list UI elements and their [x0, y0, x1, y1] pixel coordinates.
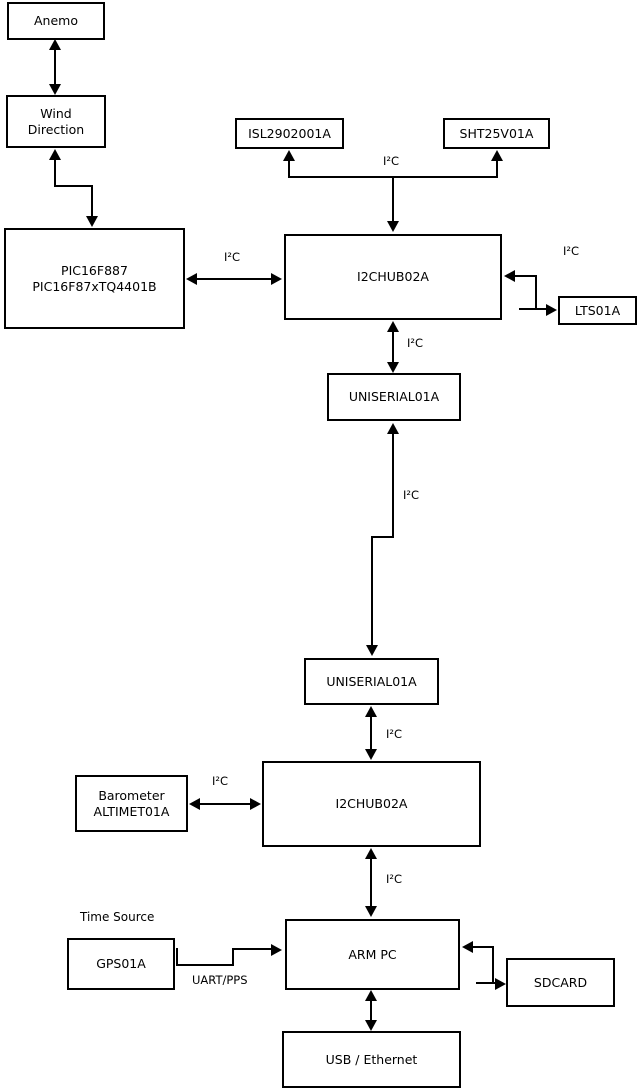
- node-i2chub02a-top[interactable]: I2CHUB02A: [284, 234, 502, 320]
- node-lts01a[interactable]: LTS01A: [558, 296, 637, 325]
- node-barometer-line2: ALTIMET01A: [93, 803, 170, 819]
- edge-arm-usb-line: [370, 996, 372, 1024]
- edge-pic-hub-line: [196, 278, 272, 280]
- edge-label-sensor-bus: I²C: [383, 154, 400, 168]
- edge-sensor-bus-arrow-hub: [387, 221, 399, 232]
- node-pic-microcontroller[interactable]: PIC16F887 PIC16F87xTQ4401B: [4, 228, 185, 329]
- node-uniserial01a-top[interactable]: UNISERIAL01A: [327, 373, 461, 421]
- node-barometer-line1: Barometer: [98, 788, 165, 804]
- edge-hub-lts-seg3: [519, 308, 547, 310]
- edge-pic-hub-arrow-right: [271, 273, 282, 285]
- edge-hub-uniserial-arrow-up: [387, 321, 399, 332]
- node-anemo[interactable]: Anemo: [7, 2, 105, 40]
- edge-arm-sdcard-seg3: [476, 982, 497, 984]
- node-pic-line1: PIC16F887: [61, 263, 128, 279]
- node-gps01a[interactable]: GPS01A: [67, 938, 175, 990]
- edge-uniserial-link-seg3: [371, 536, 373, 646]
- edge-arm-sdcard-seg1: [472, 946, 494, 948]
- edge-gps-arm-seg3: [232, 948, 272, 950]
- edge-gps-arm-seg0: [176, 948, 178, 966]
- node-uniserial01a-bottom[interactable]: UNISERIAL01A: [304, 658, 439, 705]
- node-hub-bottom-label: I2CHUB02A: [335, 796, 408, 812]
- edge-hub-arm-arrow-up: [365, 848, 377, 859]
- node-isl2902001a[interactable]: ISL2902001A: [235, 118, 344, 149]
- edge-uniserial-hub-arrow-up: [365, 706, 377, 717]
- edge-arm-sdcard-seg2: [492, 946, 494, 984]
- node-arm-pc[interactable]: ARM PC: [285, 919, 460, 990]
- edge-label-pic-hub: I²C: [224, 250, 241, 264]
- edge-label-hub-arm: I²C: [386, 872, 403, 886]
- edge-uniserial-link-arrow-down: [366, 645, 378, 656]
- edge-barometer-hub-arrow-left: [189, 798, 200, 810]
- edge-hub-lts-arrow-right: [546, 304, 557, 316]
- edge-hub-arm-line: [370, 854, 372, 906]
- edge-hub-lts-seg1: [514, 275, 537, 277]
- edge-wind-pic-arrow-down: [86, 216, 98, 227]
- edge-anemo-wind-line: [54, 46, 56, 89]
- edge-label-hub-uniserial: I²C: [407, 336, 424, 350]
- node-pic-line2: PIC16F87xTQ4401B: [32, 278, 157, 294]
- edge-pic-hub-arrow-left: [186, 273, 197, 285]
- edge-wind-pic-seg1: [54, 158, 56, 187]
- edge-gps-arm-arrow: [271, 944, 282, 956]
- edge-label-barometer-hub: I²C: [212, 774, 229, 788]
- edge-anemo-wind-arrow-up: [49, 39, 61, 50]
- node-sdcard-label: SDCARD: [533, 974, 588, 990]
- node-wind-direction-line1: Wind: [40, 106, 72, 122]
- node-wind-direction-label: Wind Direction: [28, 106, 84, 137]
- node-wind-direction[interactable]: Wind Direction: [6, 95, 106, 148]
- node-barometer-altimet01a[interactable]: Barometer ALTIMET01A: [75, 775, 188, 832]
- edge-sensor-bus-left-riser: [288, 160, 290, 177]
- node-gps-label: GPS01A: [96, 956, 146, 972]
- node-pic-label: PIC16F887 PIC16F87xTQ4401B: [32, 263, 156, 294]
- edge-uniserial-link-arrow-up: [387, 423, 399, 434]
- edge-sensor-bus-down-to-hub: [392, 176, 394, 223]
- edge-sensor-bus-right-riser: [496, 160, 498, 177]
- node-arm-pc-label: ARM PC: [348, 946, 397, 962]
- node-anemo-label: Anemo: [34, 13, 78, 29]
- edge-uniserial-link-seg2: [371, 536, 394, 538]
- node-lts-label: LTS01A: [574, 302, 621, 318]
- node-sht-label: SHT25V01A: [459, 125, 534, 141]
- node-sdcard[interactable]: SDCARD: [506, 958, 615, 1007]
- edge-arm-sdcard-arrow-left: [462, 941, 473, 953]
- edge-wind-pic-arrow-up: [49, 149, 61, 160]
- edge-hub-uniserial-arrow-down: [387, 362, 399, 373]
- node-isl-label: ISL2902001A: [248, 125, 331, 141]
- edge-gps-arm-seg2: [232, 948, 234, 966]
- node-usb-ethernet-label: USB / Ethernet: [325, 1051, 418, 1067]
- edge-hub-lts-arrow-left: [504, 270, 515, 282]
- edge-barometer-hub-arrow-right: [250, 798, 261, 810]
- edge-uniserial-hub-arrow-down: [365, 749, 377, 760]
- edge-arm-sdcard-arrow-right: [495, 978, 506, 990]
- edge-label-uniserial-hub: I²C: [386, 727, 403, 741]
- node-barometer-label: Barometer ALTIMET01A: [94, 788, 170, 819]
- edge-arm-usb-arrow-down: [365, 1020, 377, 1031]
- edge-hub-lts-seg2: [535, 275, 537, 310]
- label-time-source: Time Source: [80, 910, 155, 924]
- edge-gps-arm-seg1: [176, 964, 234, 966]
- edge-label-uniserial-link: I²C: [403, 488, 420, 502]
- edge-anemo-wind-arrow-down: [49, 84, 61, 95]
- edge-sensor-bus-arrow-isl: [283, 150, 295, 161]
- node-uniserial-top-label: UNISERIAL01A: [348, 389, 440, 405]
- edge-wind-pic-seg2: [54, 185, 93, 187]
- edge-uniserial-hub-line: [370, 712, 372, 754]
- node-hub-top-label: I2CHUB02A: [357, 269, 429, 285]
- edge-wind-pic-seg3: [91, 185, 93, 217]
- node-sht25v01a[interactable]: SHT25V01A: [443, 118, 550, 149]
- edge-arm-usb-arrow-up: [365, 990, 377, 1001]
- node-uniserial-bottom-label: UNISERIAL01A: [326, 673, 417, 689]
- node-wind-direction-line2: Direction: [27, 121, 85, 137]
- edge-uniserial-link-seg1: [392, 432, 394, 538]
- node-i2chub02a-bottom[interactable]: I2CHUB02A: [262, 761, 481, 847]
- edge-hub-arm-arrow-down: [365, 906, 377, 917]
- edge-label-gps-arm: UART/PPS: [192, 973, 248, 987]
- edge-label-hub-lts: I²C: [563, 244, 580, 258]
- node-usb-ethernet[interactable]: USB / Ethernet: [282, 1031, 461, 1088]
- edge-hub-uniserial-line: [392, 328, 394, 366]
- edge-barometer-hub-line: [199, 803, 251, 805]
- edge-sensor-bus-arrow-sht: [491, 150, 503, 161]
